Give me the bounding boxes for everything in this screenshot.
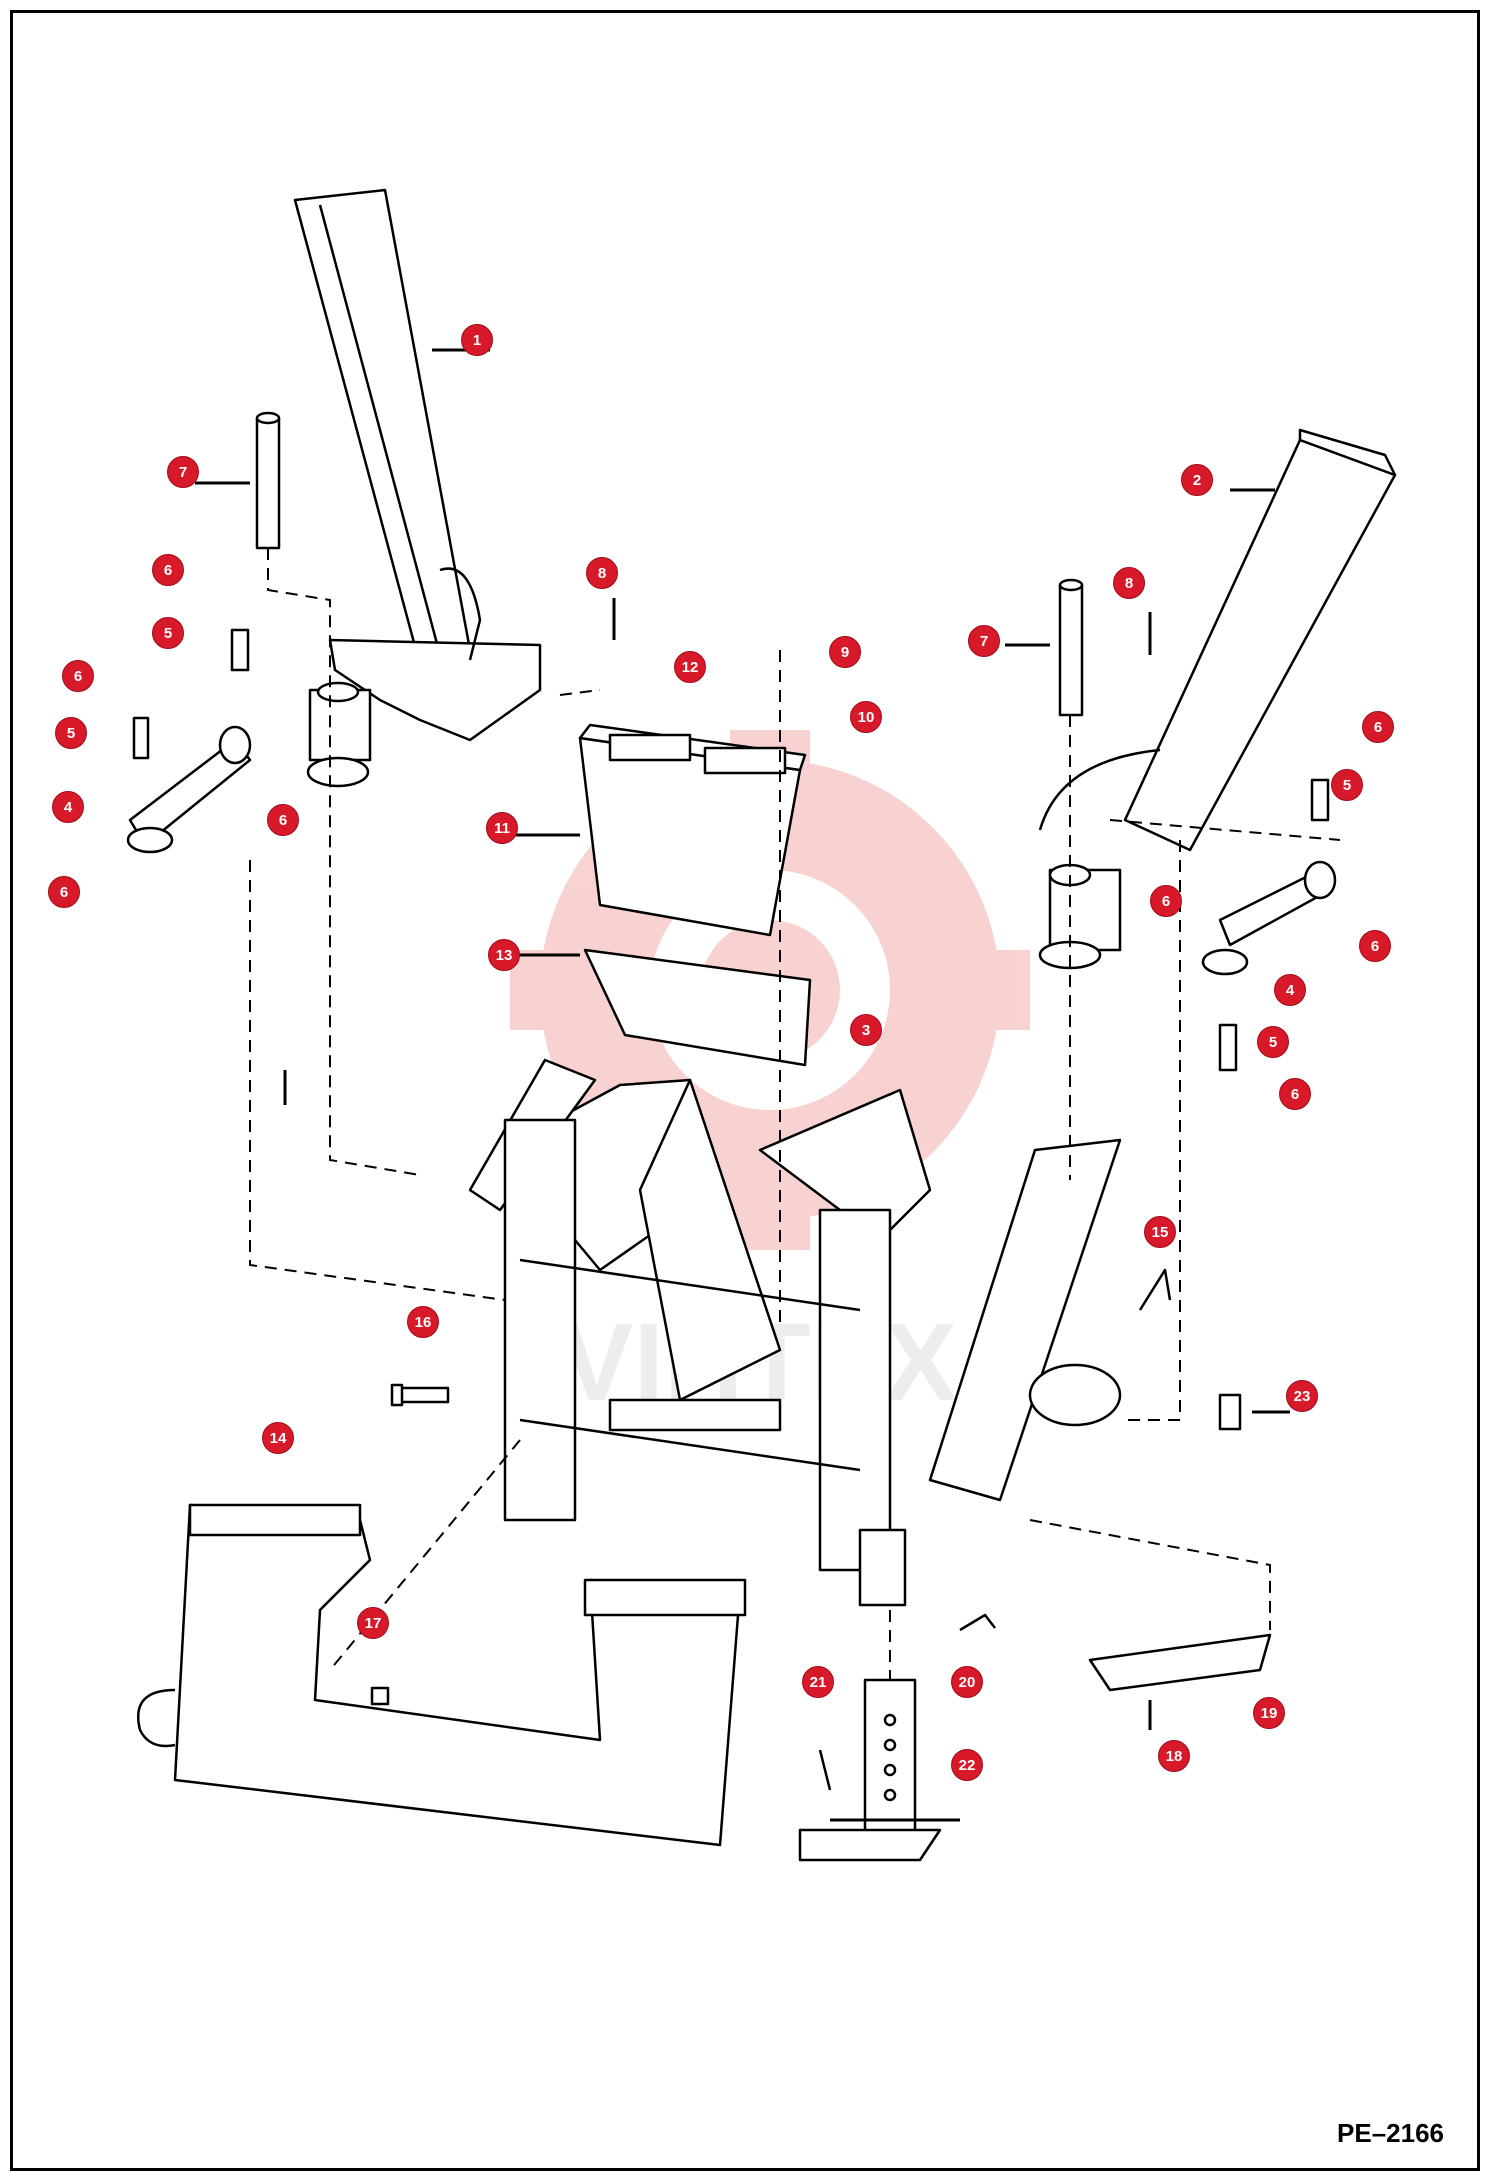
part-11-valve-cover	[578, 723, 807, 937]
part-21-lynch-pin	[818, 1749, 832, 1791]
part-7-left-pin	[255, 411, 281, 550]
callout-badge: 6	[1279, 1078, 1311, 1110]
callout-badge: 10	[850, 701, 882, 733]
callout-badge: 4	[1274, 974, 1306, 1006]
part-4-left-cylinder	[126, 725, 252, 854]
part-20-hitch-pin	[959, 1613, 996, 1632]
drawing-frame	[10, 10, 1480, 2171]
callout-badge: 3	[850, 1014, 882, 1046]
part-5-bushing-left-a	[230, 628, 250, 672]
callout-badge: 20	[951, 1666, 983, 1698]
left-pivot-bracket	[306, 681, 372, 788]
part-18-bracket	[1088, 1633, 1272, 1692]
callout-badge: 15	[1144, 1216, 1176, 1248]
callout-badge: 9	[829, 636, 861, 668]
part-22-jack-stand	[798, 1678, 942, 1862]
callout-badge: 6	[152, 554, 184, 586]
callout-badge: 21	[802, 1666, 834, 1698]
part-3-main-frame	[468, 1058, 1122, 1572]
callout-badge: 5	[1257, 1026, 1289, 1058]
callout-badge: 17	[357, 1607, 389, 1639]
callout-badge: 12	[674, 651, 706, 683]
callout-badge: 13	[488, 939, 520, 971]
part-14-mounting-plate	[137, 1503, 747, 1847]
callout-badge: 23	[1286, 1380, 1318, 1412]
callout-badge: 6	[48, 876, 80, 908]
part-7-right-pin	[1058, 578, 1084, 717]
callout-badge: 16	[407, 1306, 439, 1338]
callout-badge: 5	[1331, 769, 1363, 801]
part-5-bushing-right-a	[1310, 778, 1330, 822]
callout-badge: 22	[951, 1749, 983, 1781]
callout-badge: 5	[152, 617, 184, 649]
part-13-plate	[583, 948, 812, 1067]
callout-badge: 7	[968, 625, 1000, 657]
callout-badge: 14	[262, 1422, 294, 1454]
callout-badge: 6	[1359, 930, 1391, 962]
part-5-bushing-right-b	[1218, 1023, 1238, 1072]
part-2-right-boom-arm	[1038, 428, 1397, 852]
callout-badge: 2	[1181, 464, 1213, 496]
callout-badge: 6	[267, 804, 299, 836]
part-5-bushing-left-b	[132, 716, 150, 760]
right-pivot-bracket	[1038, 863, 1122, 970]
part-1-left-boom-arm	[293, 188, 542, 742]
callout-badge: 11	[486, 812, 518, 844]
callout-badge: 8	[1113, 567, 1145, 599]
callout-badge: 5	[55, 717, 87, 749]
callout-badge: 4	[52, 791, 84, 823]
callout-badge: 6	[1150, 885, 1182, 917]
callout-badge: 8	[586, 557, 618, 589]
part-17-nut	[370, 1686, 390, 1706]
callout-badge: 18	[1158, 1740, 1190, 1772]
drawing-number: PE–2166	[1337, 2118, 1444, 2148]
part-16-bolt	[390, 1383, 450, 1407]
jack-receiver-tube	[858, 1528, 907, 1607]
callout-badge: 7	[167, 456, 199, 488]
callout-badge: 6	[1362, 711, 1394, 743]
part-23-shim	[1218, 1393, 1242, 1431]
callout-badge: 6	[62, 660, 94, 692]
callout-badge: 19	[1253, 1697, 1285, 1729]
part-15-grease-fitting	[1138, 1268, 1172, 1311]
callout-badge: 1	[461, 324, 493, 356]
part-4-right-cylinder	[1201, 860, 1337, 976]
